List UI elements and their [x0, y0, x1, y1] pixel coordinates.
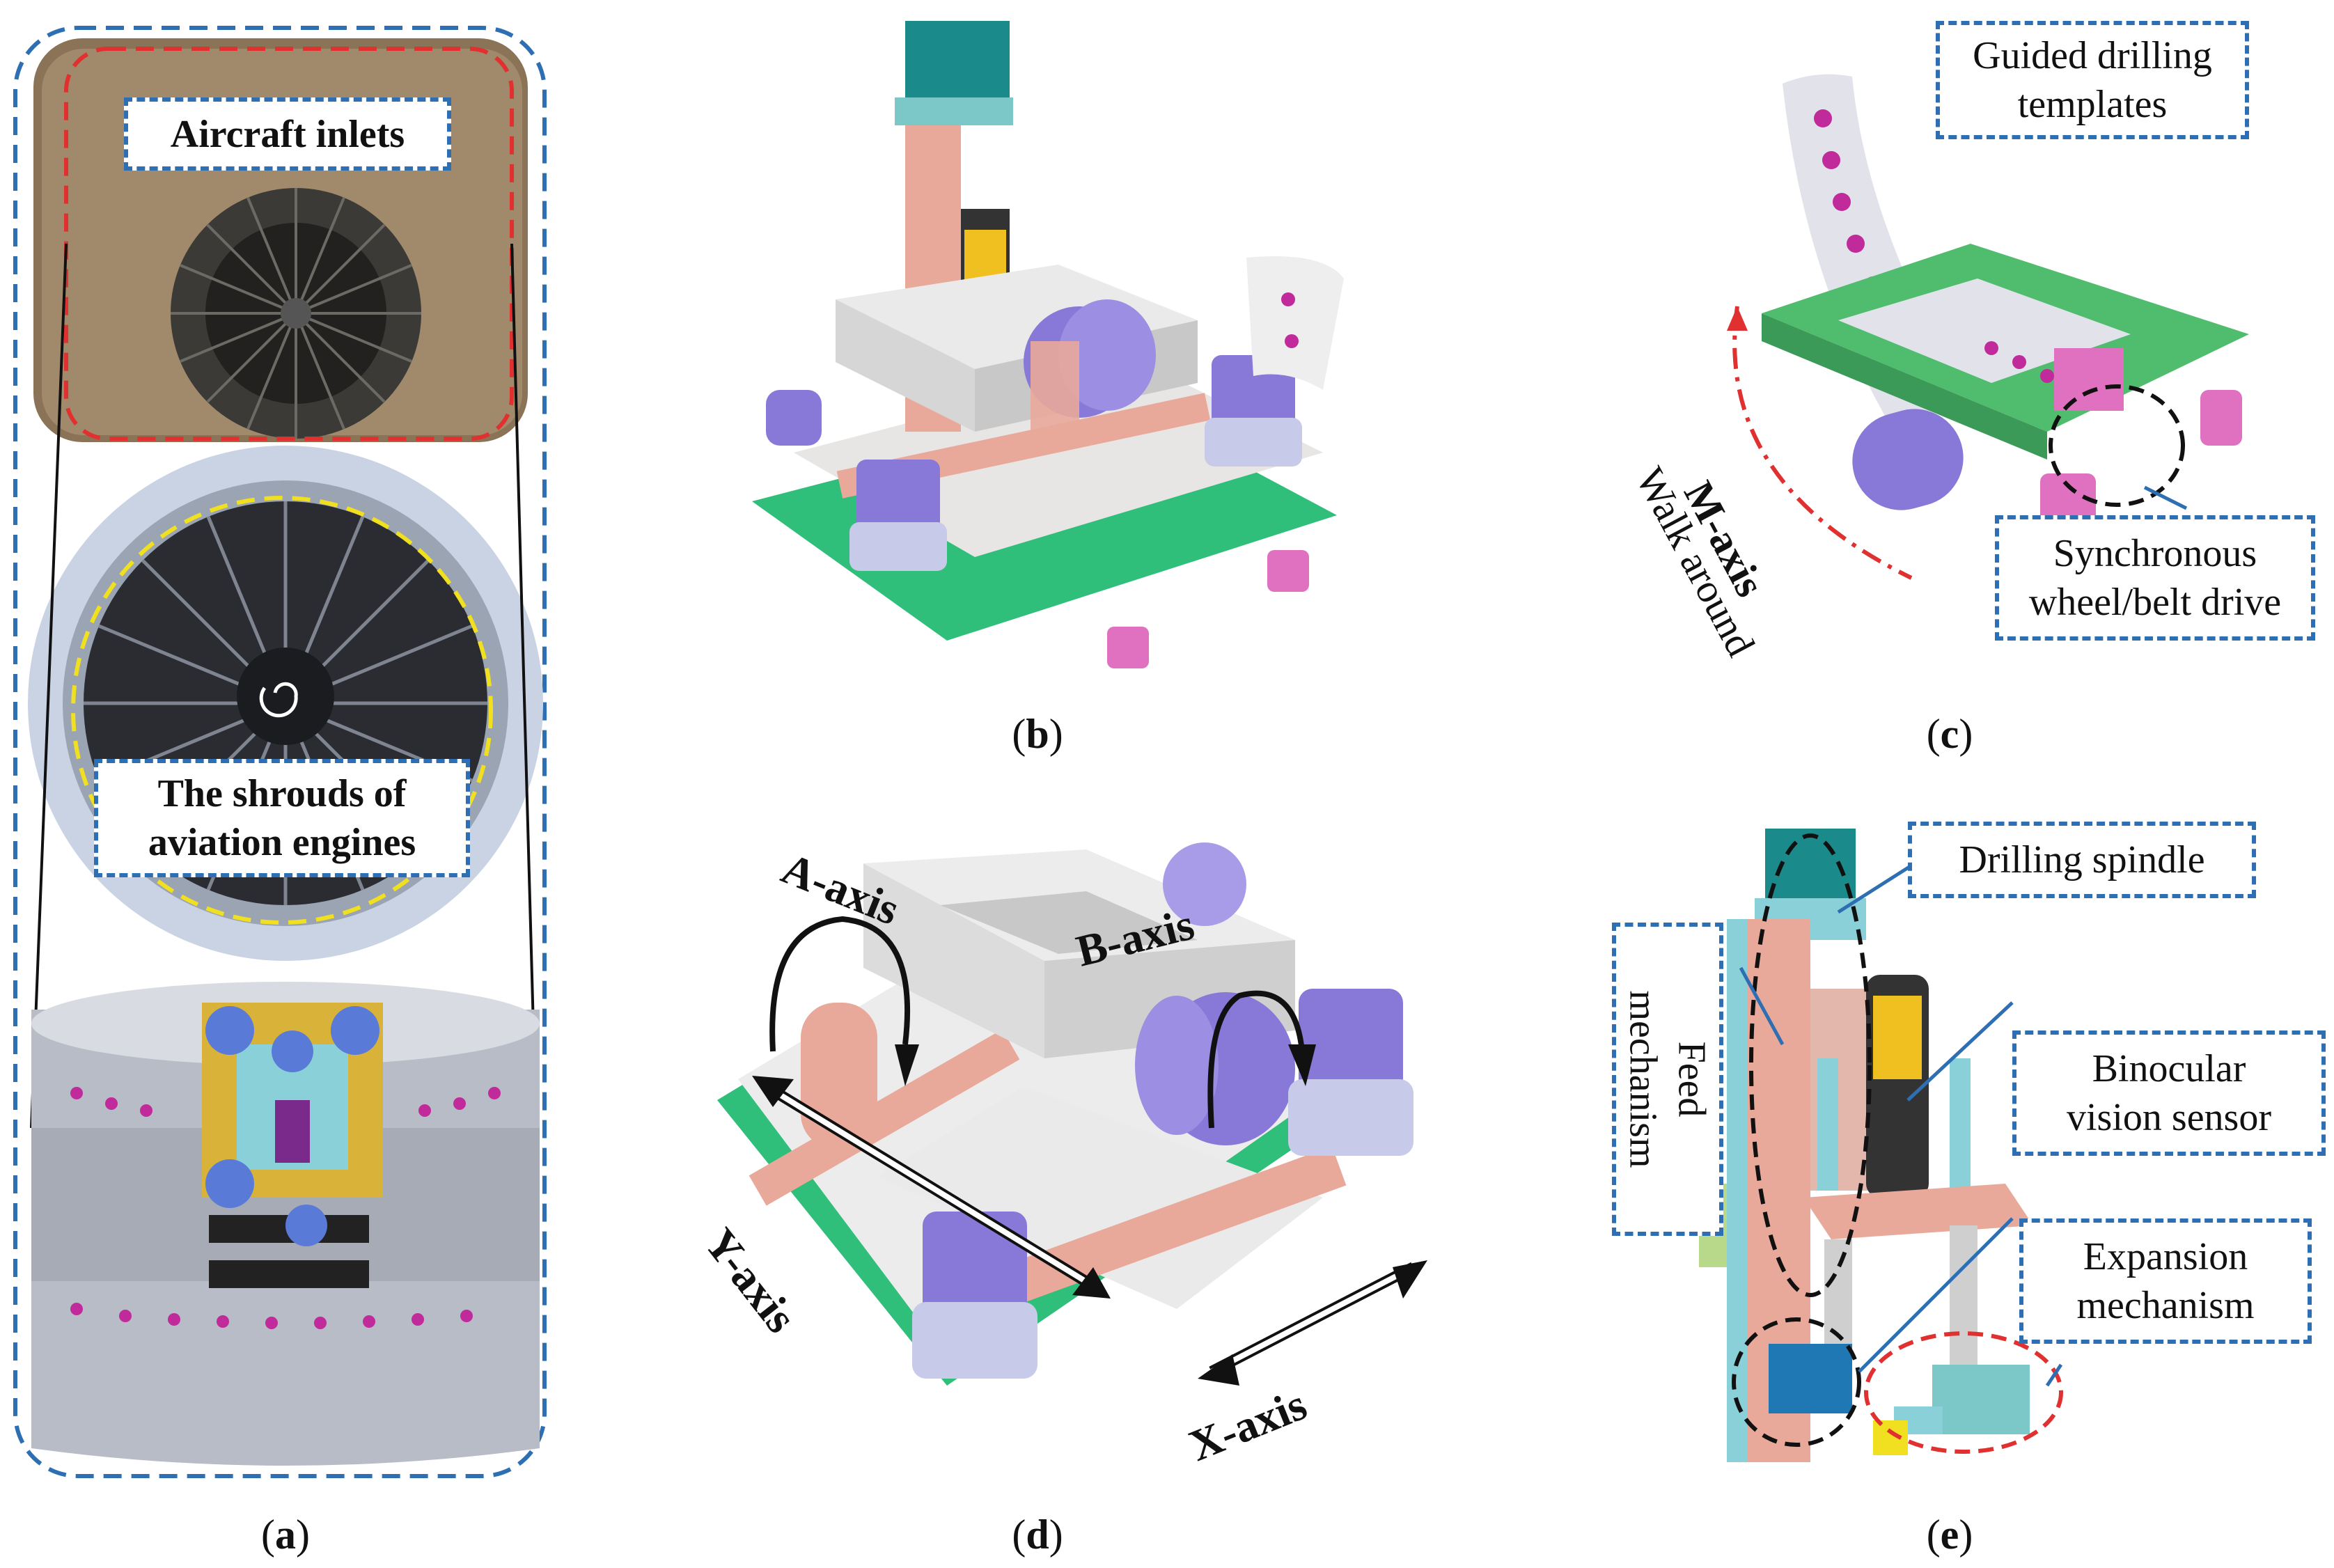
- template-arc: [1246, 256, 1344, 390]
- label-expansion-mechanism: Expansion mechanism: [2019, 1218, 2312, 1344]
- label-shrouds-line1: The shrouds of: [157, 772, 407, 815]
- e-expansion-outline: [1864, 1331, 2063, 1454]
- label-expansion-line1: Expansion: [2083, 1235, 2248, 1278]
- label-templates-line1: Guided drilling: [1973, 34, 2212, 77]
- panel-e-graphics: [1699, 829, 2063, 1462]
- label-binocular-line1: Binocular: [2092, 1047, 2246, 1090]
- label-shrouds-line2: aviation engines: [148, 821, 416, 864]
- caption-d-letter: d: [1026, 1512, 1049, 1558]
- caption-e-letter: e: [1940, 1512, 1959, 1558]
- label-sync-line2: wheel/belt drive: [2028, 581, 2282, 624]
- label-feed-line1: Feed: [1670, 1041, 1714, 1118]
- e-vision-sensor: [1769, 1344, 1852, 1413]
- m-axis-motor: [1852, 409, 1964, 510]
- label-engine-shrouds: The shrouds of aviation engines: [94, 759, 470, 877]
- panel-a-outer-frame: [13, 26, 547, 1478]
- label-feed-line2: mechanism: [1622, 990, 1666, 1168]
- caption-b: (b): [1012, 711, 1063, 757]
- shroud-yellow-outline: [71, 496, 493, 925]
- label-spindle-text: Drilling spindle: [1959, 838, 2205, 881]
- label-sync-line1: Synchronous: [2053, 532, 2257, 575]
- panel-a: Aircraft inlets The shrouds of aviation …: [0, 0, 557, 1518]
- panel-c: Guided drilling templates M-axis Walk ar…: [1601, 0, 2334, 696]
- e-sensor-outline: [1732, 1317, 1861, 1447]
- label-aircraft-inlets-text: Aircraft inlets: [170, 112, 405, 156]
- engine-spinner: [237, 648, 334, 745]
- caption-d: (d): [1012, 1512, 1063, 1558]
- label-sync-drive: Synchronous wheel/belt drive: [1995, 515, 2315, 641]
- caption-a-letter: a: [275, 1512, 296, 1558]
- sync-drive-outline: [2049, 384, 2185, 507]
- label-feed-mechanism: Feed mechanism: [1612, 923, 1723, 1236]
- panel-b-graphics: [752, 21, 1344, 668]
- e-spindle-outline: [1749, 833, 1872, 1297]
- label-drilling-spindle: Drilling spindle: [1908, 822, 2256, 898]
- caption-c-letter: c: [1940, 711, 1959, 757]
- panel-c-graphics: [1727, 64, 2249, 580]
- caption-c: (c): [1926, 711, 1973, 757]
- label-binocular-line2: vision sensor: [2067, 1096, 2271, 1139]
- panel-b: [696, 0, 1393, 696]
- label-aircraft-inlets: Aircraft inlets: [124, 97, 451, 171]
- label-feed-rotated: Feed mechanism: [1619, 990, 1716, 1168]
- b-axis-arrow: [1207, 990, 1305, 1129]
- a-axis-arrow: [769, 916, 910, 1052]
- a-axis-pivot: [801, 1003, 877, 1149]
- m-axis-arc: [1732, 306, 1913, 580]
- caption-e: (e): [1926, 1512, 1973, 1558]
- label-templates-line2: templates: [2017, 83, 2168, 126]
- spindle-cap: [905, 21, 1010, 97]
- caption-b-letter: b: [1026, 711, 1049, 757]
- frame-box: [836, 265, 1198, 369]
- panel-e: Drilling spindle Feed mechanism Binocula…: [1601, 808, 2334, 1504]
- caption-a: (a): [261, 1512, 310, 1558]
- label-guided-templates: Guided drilling templates: [1936, 21, 2249, 139]
- panel-d-graphics: [717, 842, 1427, 1386]
- e-expansion-block: [1932, 1365, 2030, 1434]
- label-expansion-line2: mechanism: [2076, 1284, 2255, 1327]
- label-binocular-sensor: Binocular vision sensor: [2012, 1030, 2326, 1156]
- panel-d: A-axis B-axis Y-axis X-axis: [695, 822, 1462, 1483]
